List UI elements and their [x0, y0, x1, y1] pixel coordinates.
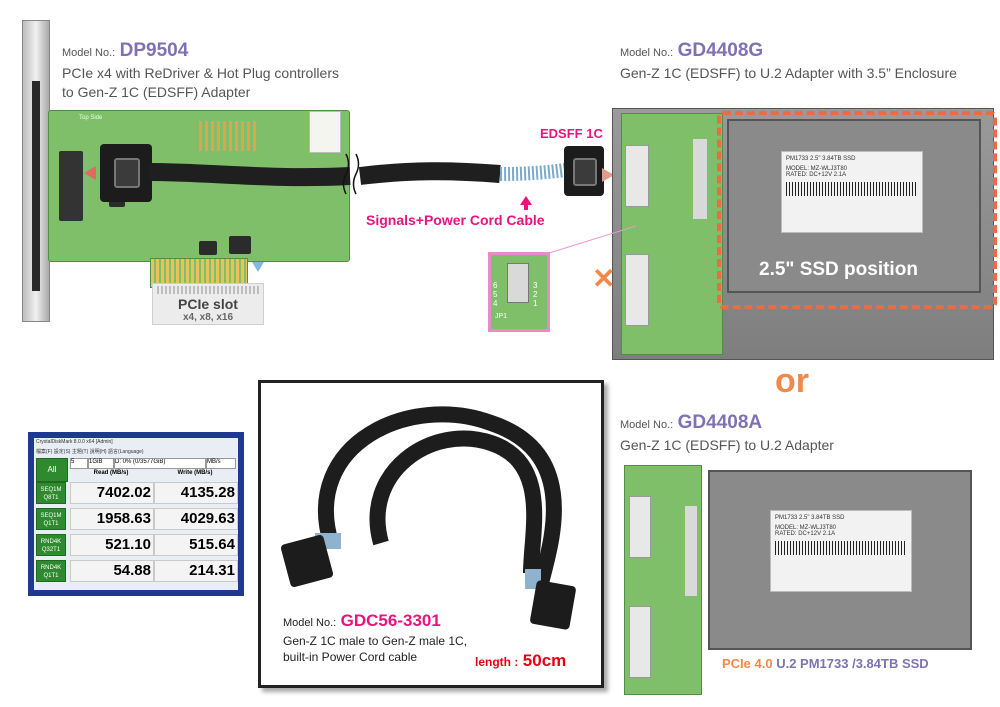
x-mark-icon: ✕: [592, 263, 616, 294]
jumper-pin-2: 2: [533, 290, 538, 299]
cable-connector-left: [100, 144, 152, 202]
gd4408g-model-prefix: Model No.:: [620, 47, 674, 59]
gdc56-length-value: 50cm: [522, 651, 567, 670]
gdc56-cable-box: Model No.: GDC56-3301 Gen-Z 1C male to G…: [258, 380, 604, 688]
pcie-slot-sub: x4, x8, x16: [182, 312, 234, 323]
dp9504-board-label: Top Side: [79, 115, 103, 121]
cdm-row3-label2: Q32T1: [41, 547, 61, 553]
crystaldiskmark-window: CrystalDiskMark 8.0.0 x64 [Admin] 檔案(F) …: [28, 432, 244, 596]
cdm-row2-label2: Q1T1: [43, 521, 59, 527]
cdm-col-read: Read (MB/s): [93, 470, 129, 476]
dp9504-model-prefix: Model No.:: [62, 47, 116, 59]
gd4408g-model-number: GD4408G: [677, 40, 764, 61]
cdm-menu-language[interactable]: 語言(Language): [107, 449, 144, 455]
jumper-pin-6: 6: [493, 281, 498, 290]
sticker-line3: RATED: DC+12V 2.1A: [786, 172, 847, 178]
sticker2-line1: PM1733 2.5" 3.84TB SSD: [775, 515, 845, 521]
cdm-menu-help[interactable]: 說明(H): [89, 449, 107, 455]
pcie-slot-title: PCIe slot: [178, 296, 238, 312]
or-label: or: [775, 362, 809, 400]
down-arrow-icon: [252, 262, 264, 272]
cdm-row1-write: 4135.28: [154, 482, 238, 504]
cdm-row1-label1: SEQ1M: [40, 487, 62, 493]
jumper-label: JP1: [495, 313, 508, 320]
gdc56-length: length : 50cm: [475, 651, 566, 671]
cdm-row4-label1: RND4K: [40, 565, 62, 571]
gd4408g-enclosure: PM1733 2.5" 3.84TB SSD MODEL: MZ-WLJ3T80…: [612, 108, 997, 360]
cdm-menu-file[interactable]: 檔案(F): [36, 449, 53, 455]
cdm-unit-select[interactable]: MB/s: [206, 458, 236, 469]
cdm-row2-read: 1958.63: [70, 508, 154, 530]
pcie-bracket: [22, 20, 50, 322]
cdm-drive-select[interactable]: D: 0% (0/3577GiB): [114, 458, 206, 469]
cdm-row2-label1: SEQ1M: [40, 513, 62, 519]
cdm-row3-read: 521.10: [70, 534, 154, 556]
cdm-row3-label1: RND4K: [40, 539, 62, 545]
jumper-pin-3: 3: [533, 281, 538, 290]
gdc56-model-number: GDC56-3301: [340, 611, 441, 630]
gd4408a-description: Gen-Z 1C (EDSFF) to U.2 Adapter: [620, 437, 834, 453]
cdm-menu-theme[interactable]: 主題(T): [71, 449, 89, 455]
gd4408a-header: Model No.: GD4408A: [620, 412, 762, 434]
gd4408a-ssd-sticker: PM1733 2.5" 3.84TB SSD MODEL: MZ-WLJ3T80…: [770, 510, 912, 592]
dp9504-description: PCIe x4 with ReDriver & Hot Plug control…: [62, 64, 339, 102]
ssd-caption-pcie: PCIe 4.0: [722, 656, 773, 671]
cdm-count-select[interactable]: 5: [70, 458, 88, 469]
cdm-all-button[interactable]: All: [36, 458, 68, 482]
gd4408a-board: [624, 465, 702, 695]
gd4408g-header: Model No.: GD4408G: [620, 40, 763, 62]
left-arrow-icon: [84, 166, 96, 180]
gd4408a-model-prefix: Model No.:: [620, 419, 674, 431]
up-arrow-icon: [520, 196, 532, 205]
jumper-pin-1: 1: [533, 299, 538, 308]
cable-connector-right: [564, 146, 604, 196]
signals-power-cable-label: Signals+Power Cord Cable: [366, 212, 545, 228]
gdc56-header: Model No.: GDC56-3301: [283, 611, 441, 631]
cdm-col-write: Write (MB/s): [177, 470, 213, 476]
sticker2-line2: MODEL: MZ-WLJ3T80: [775, 525, 837, 531]
cdm-size-select[interactable]: 1GiB: [88, 458, 114, 469]
gdc56-desc-line1: Gen-Z 1C male to Gen-Z male 1C,: [283, 634, 468, 648]
pcie-slot: PCIe slot x4, x8, x16: [152, 283, 264, 325]
jumper-inset: 6 5 4 3 2 1 JP1: [488, 252, 550, 332]
gd4408a-model-number: GD4408A: [677, 412, 763, 433]
sticker2-line3: RATED: DC+12V 2.1A: [775, 531, 836, 537]
jumper-pin-4: 4: [493, 299, 498, 308]
cdm-row3-button[interactable]: RND4K Q32T1: [36, 534, 66, 556]
gd4408g-ssd-sticker: PM1733 2.5" 3.84TB SSD MODEL: MZ-WLJ3T80…: [781, 151, 923, 233]
cdm-row1-label2: Q8T1: [43, 495, 59, 501]
ssd-caption: PCIe 4.0 U.2 PM1733 /3.84TB SSD: [722, 656, 929, 671]
cdm-row2-write: 4029.63: [154, 508, 238, 530]
cdm-title: CrystalDiskMark 8.0.0 x64 [Admin]: [36, 439, 113, 445]
gdc56-desc-line2: built-in Power Cord cable: [283, 650, 418, 664]
cdm-row4-read: 54.88: [70, 560, 154, 582]
cdm-row4-label2: Q1T1: [43, 573, 59, 579]
cdm-row3-write: 515.64: [154, 534, 238, 556]
dp9504-header: Model No.: DP9504: [62, 40, 188, 62]
gd4408g-description: Gen-Z 1C (EDSFF) to U.2 Adapter with 3.5…: [620, 65, 957, 81]
dp9504-model-number: DP9504: [119, 40, 189, 61]
cdm-menu: 檔案(F) 設定(S) 主題(T) 說明(H) 語言(Language): [36, 448, 144, 455]
cdm-row4-write: 214.31: [154, 560, 238, 582]
cdm-row2-button[interactable]: SEQ1M Q1T1: [36, 508, 66, 530]
cdm-row1-button[interactable]: SEQ1M Q8T1: [36, 482, 66, 504]
zoom-leader-line: [545, 225, 637, 255]
ssd-caption-rest: U.2 PM1733 /3.84TB SSD: [776, 656, 929, 671]
gdc56-model-prefix: Model No.:: [283, 617, 337, 629]
cdm-row1-read: 7402.02: [70, 482, 154, 504]
sticker-line2: MODEL: MZ-WLJ3T80: [786, 166, 848, 172]
cdm-row4-button[interactable]: RND4K Q1T1: [36, 560, 66, 582]
dp9504-desc-line2: to Gen-Z 1C (EDSFF) Adapter: [62, 84, 251, 100]
gd4408a-ssd: PM1733 2.5" 3.84TB SSD MODEL: MZ-WLJ3T80…: [708, 470, 972, 650]
sticker-line1: PM1733 2.5" 3.84TB SSD: [786, 156, 856, 162]
ssd-position-label: 2.5" SSD position: [759, 259, 918, 280]
signals-power-cable: [150, 153, 566, 195]
edsff-label: EDSFF 1C: [540, 126, 603, 141]
jumper-pin-5: 5: [493, 290, 498, 299]
gdc56-length-label: length :: [475, 655, 519, 669]
gdc56-description: Gen-Z 1C male to Gen-Z male 1C, built-in…: [283, 633, 467, 665]
cdm-menu-settings[interactable]: 設定(S): [53, 449, 71, 455]
right-arrow-icon: [602, 168, 614, 182]
dp9504-desc-line1: PCIe x4 with ReDriver & Hot Plug control…: [62, 65, 339, 81]
